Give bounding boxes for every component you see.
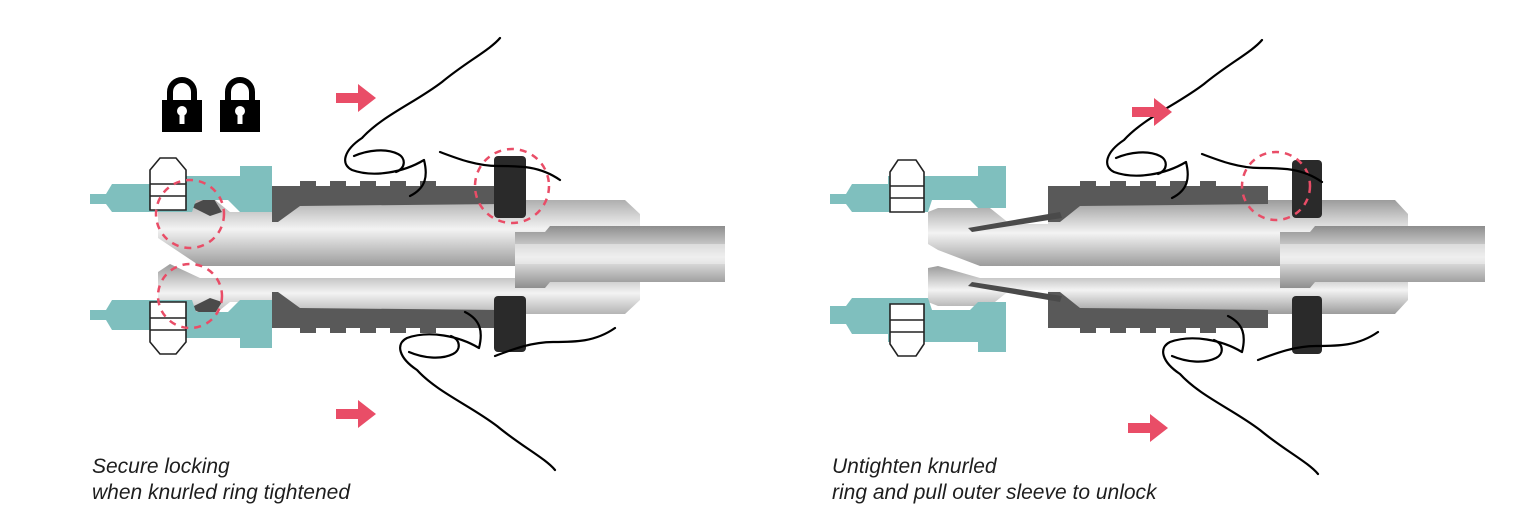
dashed-circle-highlight-icon <box>1240 150 1312 222</box>
knurled-body-bottom <box>272 292 500 333</box>
push-arrow-icon <box>336 84 376 112</box>
caption-unlocked-line2: ring and pull outer sleeve to unlock <box>832 481 1157 504</box>
dashed-circle-highlight-icon <box>473 147 551 225</box>
dashed-circle-highlight-icon <box>156 262 224 330</box>
knurled-ring-top <box>494 156 526 218</box>
dashed-circle-highlight-icon <box>154 178 226 250</box>
hand-icon <box>1162 314 1380 476</box>
caption-locked-line1: Secure locking <box>92 455 230 478</box>
push-arrow-icon <box>1132 98 1172 126</box>
caption-locked: Secure locking when knurled ring tighten… <box>92 454 350 506</box>
push-arrow-icon <box>1128 414 1168 442</box>
hand-icon <box>344 36 562 198</box>
knurled-ring-bottom <box>1292 296 1322 354</box>
hex-nut <box>149 157 187 355</box>
hand-icon <box>1106 38 1324 200</box>
knurled-body-bottom <box>1048 292 1268 333</box>
lock-icon <box>162 80 202 132</box>
lock-icon <box>220 80 260 132</box>
locked-connector <box>90 36 725 472</box>
knurled-body-top <box>272 181 500 222</box>
knurled-body-top <box>1048 181 1268 222</box>
push-arrow-icon <box>336 400 376 428</box>
knurled-ring-top <box>1292 160 1322 218</box>
knurled-ring-bottom <box>494 296 526 352</box>
caption-unlocked: Untighten knurled ring and pull outer sl… <box>832 454 1157 506</box>
hex-nut <box>889 159 925 357</box>
unlocked-connector <box>830 38 1485 476</box>
caption-locked-line2: when knurled ring tightened <box>92 481 351 504</box>
caption-unlocked-line1: Untighten knurled <box>832 455 997 478</box>
